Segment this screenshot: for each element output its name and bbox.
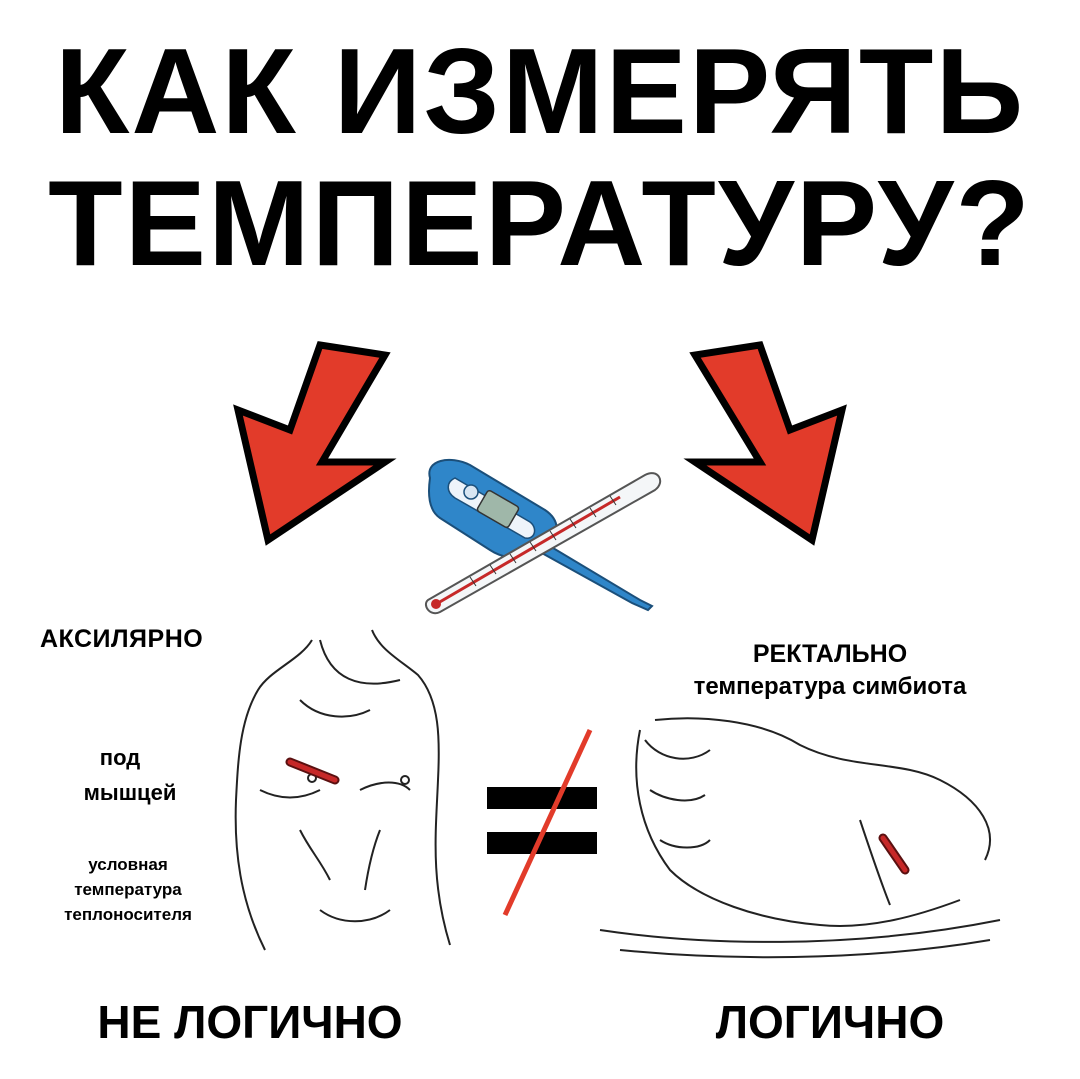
left-desc-line-1: условная <box>88 855 168 874</box>
title-line-2: ТЕМПЕРАТУРУ? <box>48 155 1032 291</box>
reclined-body-drawing <box>599 717 1001 959</box>
arrow-down-right-icon <box>683 341 847 546</box>
right-verdict: ЛОГИЧНО <box>715 996 945 1048</box>
title-line-1: КАК ИЗМЕРЯТЬ <box>54 23 1026 159</box>
left-desc-line-2: температура <box>74 880 182 899</box>
armpit-thermometer-icon <box>285 757 340 785</box>
left-note-line-2: мышцей <box>83 780 177 805</box>
left-method-label: АКСИЛЯРНО <box>40 625 204 653</box>
rectal-thermometer-icon <box>878 833 910 875</box>
right-desc-label: температура симбиота <box>693 673 967 700</box>
torso-drawing <box>234 629 451 951</box>
left-verdict: НЕ ЛОГИЧНО <box>97 996 403 1048</box>
right-method-label: РЕКТАЛЬНО <box>752 640 908 668</box>
left-desc-line-3: теплоносителя <box>64 905 192 924</box>
mercury-thermometer-icon <box>424 472 662 615</box>
left-note-line-1: под <box>99 745 141 770</box>
arrow-down-left-icon <box>233 341 397 546</box>
not-equal-icon <box>487 728 597 917</box>
